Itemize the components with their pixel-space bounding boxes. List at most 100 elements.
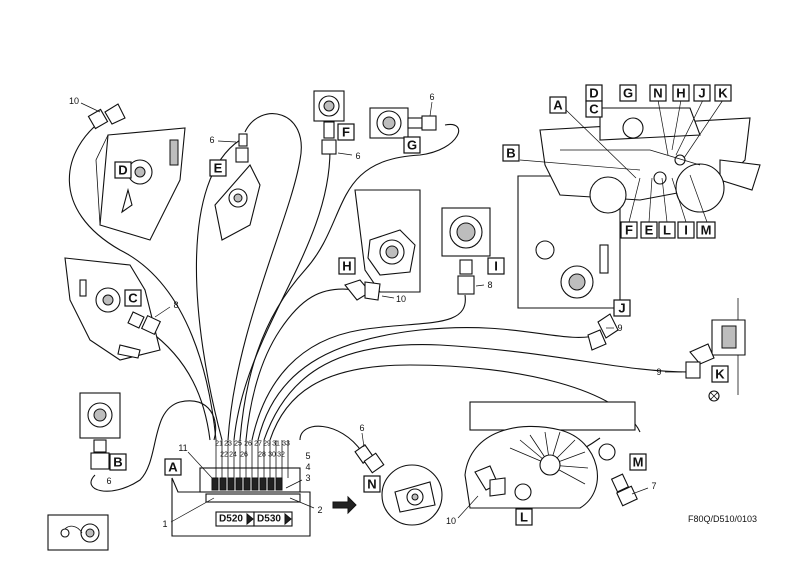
label-f-overview: F bbox=[620, 221, 638, 239]
overview-leaders bbox=[519, 99, 724, 223]
port-32: 32 bbox=[277, 452, 285, 459]
port-31: 31 bbox=[272, 441, 280, 448]
callout-2: 2 bbox=[317, 505, 322, 515]
port-29: 29 bbox=[263, 441, 271, 448]
svg-text:I: I bbox=[494, 259, 498, 274]
label-c-left: C bbox=[124, 289, 142, 307]
svg-text:K: K bbox=[715, 367, 725, 382]
label-j-overview: J bbox=[693, 84, 711, 102]
callout-7-m: 7 bbox=[651, 481, 656, 491]
port-33: 33 bbox=[282, 441, 290, 448]
svg-text:N: N bbox=[367, 477, 376, 492]
port-23: 23 bbox=[224, 441, 232, 448]
d520-arrow-icon bbox=[246, 512, 254, 526]
component-i-assembly bbox=[441, 207, 491, 295]
callout-9-j: 9 bbox=[617, 323, 622, 333]
manifold-ports bbox=[211, 477, 283, 491]
component-n-assembly bbox=[332, 444, 443, 526]
svg-text:K: K bbox=[718, 86, 728, 101]
valve-block-a: D520 D530 bbox=[171, 440, 311, 537]
port-26-bottom: 26 bbox=[240, 452, 248, 459]
callout-5: 5 bbox=[305, 451, 310, 461]
callout-6-b: 6 bbox=[106, 476, 111, 486]
d530-label: D530 bbox=[257, 514, 281, 525]
callout-10-h: 10 bbox=[396, 294, 406, 304]
label-k-overview: K bbox=[714, 84, 732, 102]
svg-text:F: F bbox=[342, 125, 350, 140]
svg-text:I: I bbox=[684, 223, 688, 238]
label-a-overview: A bbox=[549, 96, 567, 114]
label-d-left: D bbox=[114, 161, 132, 179]
callout-6-f: 6 bbox=[355, 151, 360, 161]
svg-text:G: G bbox=[407, 138, 417, 153]
callout-10-l: 10 bbox=[446, 516, 456, 526]
svg-text:M: M bbox=[633, 455, 644, 470]
component-k-assembly bbox=[685, 298, 746, 402]
port-26-top: 26 bbox=[244, 441, 252, 448]
label-c-overview: C bbox=[585, 100, 603, 118]
callout-3: 3 bbox=[305, 473, 310, 483]
callout-6-n: 6 bbox=[359, 423, 364, 433]
label-i-left: I bbox=[487, 257, 505, 275]
svg-text:L: L bbox=[520, 510, 528, 525]
label-h-overview: H bbox=[672, 84, 690, 102]
callout-6-e: 6 bbox=[209, 135, 214, 145]
arrow-right-icon bbox=[332, 495, 357, 515]
component-b-assembly bbox=[79, 392, 121, 470]
label-i-overview: I bbox=[677, 221, 695, 239]
d530-plate bbox=[253, 511, 293, 527]
svg-text:H: H bbox=[676, 86, 685, 101]
port-24: 24 bbox=[229, 452, 237, 459]
block-a-callouts: 11 5 4 3 2 1 bbox=[162, 443, 322, 529]
svg-text:F: F bbox=[625, 223, 633, 238]
label-l-left: L bbox=[515, 508, 533, 526]
svg-text:H: H bbox=[342, 259, 351, 274]
label-g-overview: G bbox=[619, 84, 637, 102]
svg-text:C: C bbox=[128, 291, 138, 306]
svg-text:D: D bbox=[589, 86, 598, 101]
svg-text:A: A bbox=[553, 98, 563, 113]
port-25: 25 bbox=[234, 441, 242, 448]
component-c-assembly bbox=[64, 257, 162, 361]
label-f-left: F bbox=[337, 123, 355, 141]
callout-8-i: 8 bbox=[487, 280, 492, 290]
label-e-overview: E bbox=[640, 221, 658, 239]
label-l-overview: L bbox=[658, 221, 676, 239]
callout-6-g: 6 bbox=[429, 92, 434, 102]
callout-9-k: 9 bbox=[656, 367, 661, 377]
port-27: 27 bbox=[254, 441, 262, 448]
d530-arrow-icon bbox=[284, 512, 292, 526]
component-d-assembly bbox=[87, 103, 186, 241]
port-numbers-top: 21 23 25 26 27 29 31 33 bbox=[215, 441, 290, 448]
label-j-left: J bbox=[613, 299, 631, 317]
label-k-left: K bbox=[711, 365, 729, 383]
callout-1: 1 bbox=[162, 519, 167, 529]
svg-text:L: L bbox=[663, 223, 671, 238]
d520-label: D520 bbox=[219, 514, 243, 525]
svg-text:E: E bbox=[214, 161, 223, 176]
label-h-left: H bbox=[338, 257, 356, 275]
callout-10-d: 10 bbox=[69, 96, 79, 106]
label-e: E bbox=[209, 159, 227, 177]
label-m-left: M bbox=[629, 453, 647, 471]
port-22: 22 bbox=[220, 452, 228, 459]
svg-text:J: J bbox=[618, 301, 625, 316]
component-e-assembly bbox=[214, 133, 261, 241]
label-d-overview: D bbox=[585, 84, 603, 102]
port-30: 30 bbox=[268, 452, 276, 459]
svg-text:A: A bbox=[168, 460, 178, 475]
callout-8-c: 8 bbox=[173, 300, 178, 310]
callout-11: 11 bbox=[178, 443, 187, 453]
component-f-assembly bbox=[313, 90, 345, 155]
callout-4: 4 bbox=[305, 462, 310, 472]
svg-text:C: C bbox=[589, 102, 599, 117]
svg-text:J: J bbox=[698, 86, 705, 101]
label-n-left: N bbox=[363, 475, 381, 493]
svg-text:D: D bbox=[118, 163, 127, 178]
label-m-overview: M bbox=[696, 221, 716, 239]
detail-fitting-icon bbox=[47, 514, 109, 551]
letter-labels: D E F G H I J C bbox=[109, 84, 732, 526]
reference-code: F80Q/D510/0103 bbox=[688, 514, 757, 524]
component-m-assembly bbox=[610, 473, 638, 507]
port-numbers-bottom: 22 24 26 28 30 32 bbox=[220, 452, 285, 459]
